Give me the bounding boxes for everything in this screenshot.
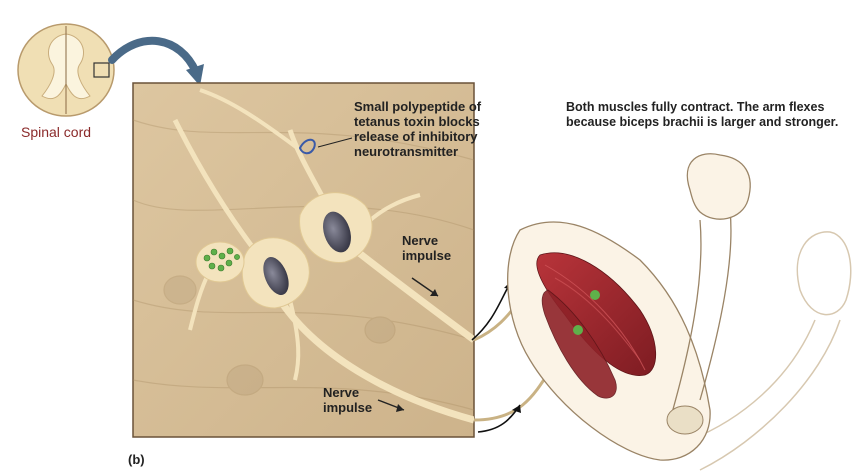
nerve-impulse-label-top: Nerve impulse	[402, 233, 472, 263]
zoom-arrow	[112, 41, 196, 72]
fist	[687, 154, 750, 219]
neuromuscular-junction-1	[590, 290, 600, 300]
nerve-impulse-label-bottom: Nerve impulse	[323, 385, 393, 415]
neuromuscular-junction-2	[573, 325, 583, 335]
summary-caption: Both muscles fully contract. The arm fle…	[566, 100, 856, 130]
tetanus-toxin-label: Small polypeptide of tetanus toxin block…	[354, 99, 514, 159]
panel-letter: (b)	[128, 452, 145, 467]
spinal-cord-section	[18, 24, 114, 116]
elbow	[667, 406, 703, 434]
synaptic-terminal	[196, 242, 244, 282]
spinal-cord-label: Spinal cord	[21, 124, 91, 140]
arm-extended-outline	[690, 232, 851, 470]
arm-flexed	[508, 154, 751, 460]
